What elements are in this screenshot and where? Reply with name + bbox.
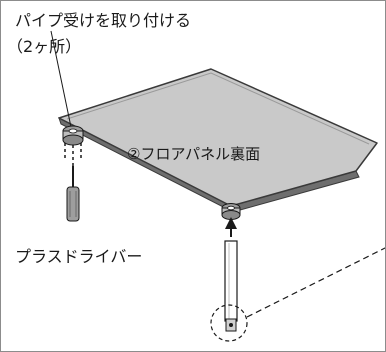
screwdriver-icon <box>66 166 80 222</box>
instruction-title: パイプ受けを取り付ける <box>15 11 192 30</box>
title-leader-line <box>50 30 72 128</box>
pipe-icon <box>224 240 238 332</box>
panel-label: ②フロアパネル裏面 <box>127 145 261 163</box>
detail-circle <box>210 304 248 342</box>
floor-panel-rim <box>66 72 370 145</box>
pipe-holder-icon <box>221 203 241 220</box>
pipe-holder-icon <box>62 125 84 146</box>
floor-panel <box>58 68 378 207</box>
instruction-count: （2ヶ所） <box>7 37 82 56</box>
tool-label: プラスドライバー <box>15 247 143 266</box>
detail-callout-line <box>246 247 385 318</box>
